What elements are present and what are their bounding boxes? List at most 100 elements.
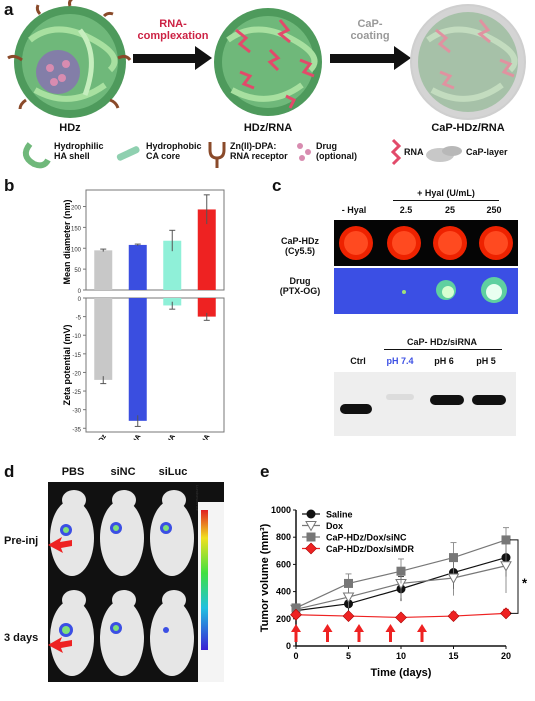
legend-text: Hydrophobic (146, 141, 202, 151)
panel-a-schematic (7, 0, 526, 169)
legend-cap-layer: CaP-layer (466, 147, 508, 157)
x-tick-label: 10 (396, 651, 406, 661)
legend-marker (305, 521, 317, 532)
bar-mean-diameter (94, 250, 113, 290)
legend-marker (306, 509, 316, 519)
y-tick-label-bottom: -35 (72, 427, 81, 433)
gel-image (334, 372, 516, 436)
ha-shell-icon (22, 142, 51, 169)
row-pre-inj: Pre-inj (4, 535, 39, 547)
legend-label: CaP-HDz/Dox/siNC (326, 533, 407, 543)
data-point (342, 592, 355, 604)
bar-zeta-potential (128, 298, 147, 421)
x-axis-label: Time (days) (371, 667, 432, 679)
data-point (344, 578, 353, 588)
y-tick-label-bottom: -15 (72, 353, 81, 359)
colorbar-label: Luminescence (195, 485, 200, 511)
data-point (291, 603, 301, 613)
panel-e-label: e (260, 462, 270, 481)
arrow1-line2: complexation (137, 30, 209, 42)
data-point (500, 607, 512, 620)
legend-text: Hydrophilic (54, 141, 104, 151)
y-tick-label-top: 50 (74, 268, 81, 274)
panel-b-label: b (4, 176, 15, 195)
bar-mean-diameter (197, 209, 216, 290)
legend-receptor: Zn(II)-DPA: RNA receptor (230, 141, 300, 161)
y-tick-label-top: 100 (71, 247, 82, 253)
hdz-rna-title: HDz/RNA (243, 122, 293, 134)
legend-ha-shell: Hydrophilic HA shell (54, 141, 114, 161)
lane-ph5: pH 5 (476, 356, 496, 366)
cap-coating-label: CaP- coating (330, 18, 410, 42)
lane-ph74: pH 7.4 (386, 356, 414, 366)
bioluminescence-images (48, 482, 224, 682)
complexation-arrow (133, 46, 212, 70)
hyal-group-header: + Hyal (U/mL) (417, 188, 475, 198)
data-point (396, 566, 406, 576)
legend-text: HA shell (54, 151, 90, 161)
bar-mean-diameter (163, 240, 182, 290)
legend-text: RNA receptor (230, 151, 288, 161)
rna-complexation-label: RNA- complexation (133, 18, 213, 42)
injection-arrow-head (291, 624, 301, 632)
x-tick-label: 5 (346, 651, 351, 661)
legend-label: Dox (326, 521, 343, 531)
row-label-text: (Cy5.5) (284, 246, 315, 256)
injection-arrow-head (322, 624, 333, 632)
row-label-cap-hdz: CaP-HDz (Cy5.5) (270, 236, 330, 256)
y-tick-label-bottom: -25 (72, 390, 81, 396)
lane-ctrl: Ctrl (350, 356, 366, 366)
cap-hdz-rna-particle (410, 4, 526, 120)
series-cap-hdz-dox-simdr (290, 607, 512, 624)
col-header-250: 250 (486, 205, 502, 215)
y-axis-label-bottom: Zeta potential (mV) (62, 324, 72, 405)
data-point (449, 553, 458, 563)
arrow1-line1: RNA- (159, 18, 187, 30)
y-tick-label: 400 (276, 587, 291, 597)
row-label-text: (PTX-OG) (279, 286, 321, 296)
y-tick-label: 0 (286, 641, 291, 651)
significance-bracket (510, 539, 519, 614)
legend-text: CA core (146, 151, 181, 161)
y-tick-label-top: 0 (78, 289, 82, 295)
data-point (395, 611, 407, 624)
bar-mean-diameter (128, 244, 147, 290)
panel-d-label: d (4, 462, 15, 481)
y-tick-label: 200 (276, 614, 291, 624)
x-tick-label: 0 (293, 651, 298, 661)
data-point (447, 573, 460, 585)
drug-icon (297, 143, 311, 161)
receptor-icon (208, 142, 226, 168)
arrow2-line2: coating (350, 30, 390, 42)
y-tick-label-bottom: -5 (76, 316, 82, 322)
y-axis-label-top: Mean diameter (nm) (62, 199, 72, 284)
injection-arrow-head (354, 624, 364, 632)
top-axes-frame (85, 189, 225, 291)
data-point (501, 535, 511, 545)
significance-marker: * (522, 575, 528, 590)
panel-a-label: a (4, 0, 14, 19)
legend-text: (optional) (316, 151, 357, 161)
legend-marker (306, 532, 316, 542)
col-header-25: 25 (444, 205, 455, 215)
y-tick-label-bottom: -30 (72, 409, 81, 415)
gel-group-header: CaP- HDz/siRNA (406, 337, 477, 347)
hyal-group-line (393, 200, 499, 201)
luminescence-spots (59, 522, 172, 637)
gel-group-line (384, 349, 502, 350)
y-tick-label-bottom: -10 (72, 334, 81, 340)
data-point (500, 561, 512, 572)
hdz-rna-particle (214, 8, 322, 116)
cy55-spots (339, 226, 513, 260)
hdz-title: HDz (59, 122, 81, 134)
legend-drug: Drug (optional) (316, 141, 376, 161)
series-cap-hdz-dox-sinc (291, 527, 511, 613)
bottom-axes-frame (85, 297, 225, 433)
bar-zeta-potential (197, 298, 216, 317)
col-siluc: siLuc (158, 466, 188, 478)
row-label-text: CaP-HDz (280, 236, 319, 246)
data-point (447, 610, 460, 623)
cap-hdz-rna-title: CaP-HDz/RNA (431, 122, 505, 134)
